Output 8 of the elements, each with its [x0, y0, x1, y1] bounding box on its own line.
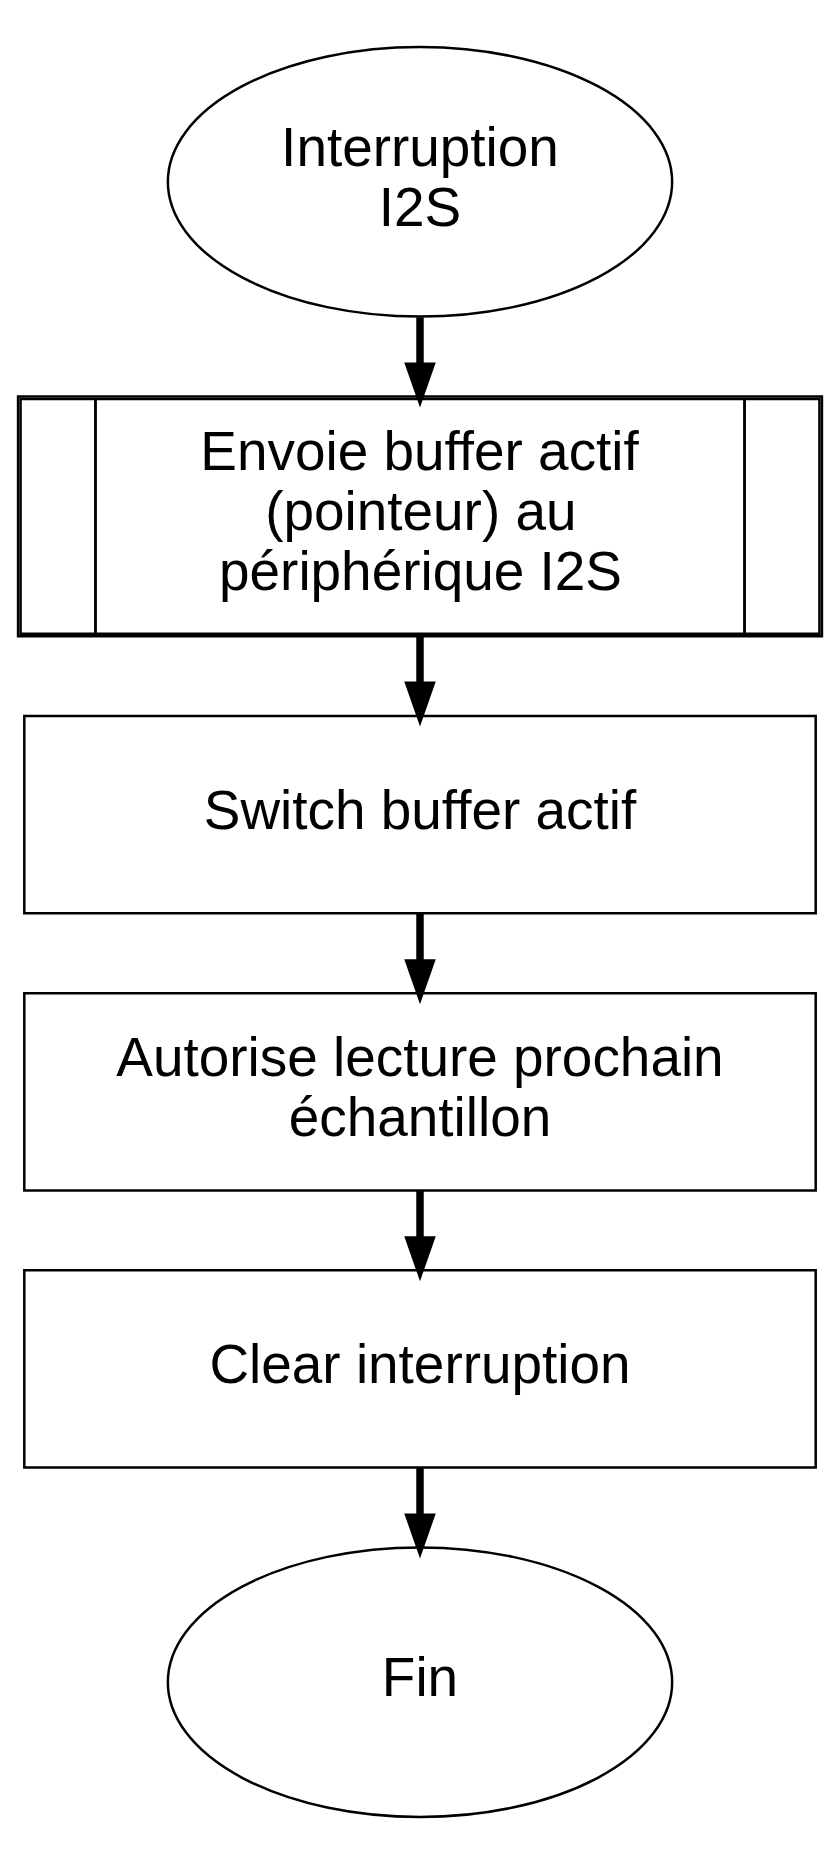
arrow [404, 636, 436, 727]
node-box: Autorise lecture prochain échantillon [23, 991, 817, 1192]
node-ellipse: Interruption I2S [166, 45, 674, 318]
node-box: Clear interruption [23, 1269, 817, 1469]
arrow [404, 913, 436, 1005]
node-ellipse: Fin [166, 1546, 674, 1819]
node-box: Switch buffer actif [23, 714, 817, 915]
arrow [404, 1191, 436, 1282]
